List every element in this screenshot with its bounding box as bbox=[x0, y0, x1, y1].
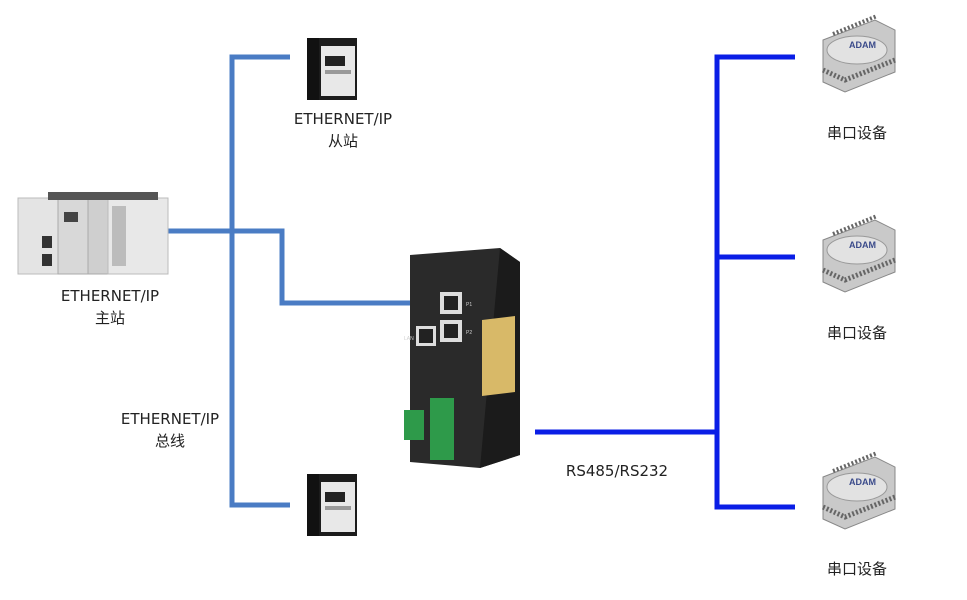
ethernet-slave-label: ETHERNET/IP 从站 bbox=[294, 108, 392, 152]
bus-label-line1: ETHERNET/IP bbox=[120, 410, 220, 428]
gateway-port-p2-label: P2 bbox=[466, 330, 472, 336]
serial-device-1-brand: ADAM bbox=[849, 40, 876, 50]
serial-device-2-brand: ADAM bbox=[849, 240, 876, 250]
master-label-line1: ETHERNET/IP bbox=[60, 287, 160, 305]
serial-device-1-label: 串口设备 bbox=[826, 124, 888, 142]
serial-device-3-label: 串口设备 bbox=[826, 560, 888, 578]
ethernet-slave-top-image bbox=[307, 38, 357, 100]
serial-device-3-image: ADAM bbox=[823, 453, 895, 529]
serial-device-1-image: ADAM bbox=[823, 16, 895, 92]
slave-label-line2: 从站 bbox=[327, 132, 359, 150]
serial-bus bbox=[535, 54, 795, 510]
plc-master-image bbox=[17, 192, 169, 275]
gateway-port-p1-label: P1 bbox=[466, 302, 472, 308]
ethernet-master-label: ETHERNET/IP 主站 bbox=[61, 285, 159, 329]
bus-label-line2: 总线 bbox=[154, 432, 186, 450]
serial-device-2-image: ADAM bbox=[823, 216, 895, 292]
ethernet-trunk-line bbox=[229, 54, 290, 508]
serial-device-2-label: 串口设备 bbox=[826, 324, 888, 342]
master-label-line2: 主站 bbox=[94, 309, 126, 327]
serial-trunk-line bbox=[714, 54, 795, 510]
gateway-device-image: P1 P2 LAN bbox=[404, 248, 520, 468]
ethernet-bus bbox=[157, 54, 432, 508]
gateway-port-lan-label: LAN bbox=[404, 336, 414, 342]
serial-device-3-brand: ADAM bbox=[849, 477, 876, 487]
ethernet-bus-label: ETHERNET/IP 总线 bbox=[121, 408, 219, 452]
ethernet-slave-bottom-image bbox=[307, 474, 357, 536]
serial-bus-label: RS485/RS232 bbox=[565, 462, 669, 480]
slave-label-line1: ETHERNET/IP bbox=[293, 110, 393, 128]
master-to-gateway-line bbox=[157, 228, 432, 306]
